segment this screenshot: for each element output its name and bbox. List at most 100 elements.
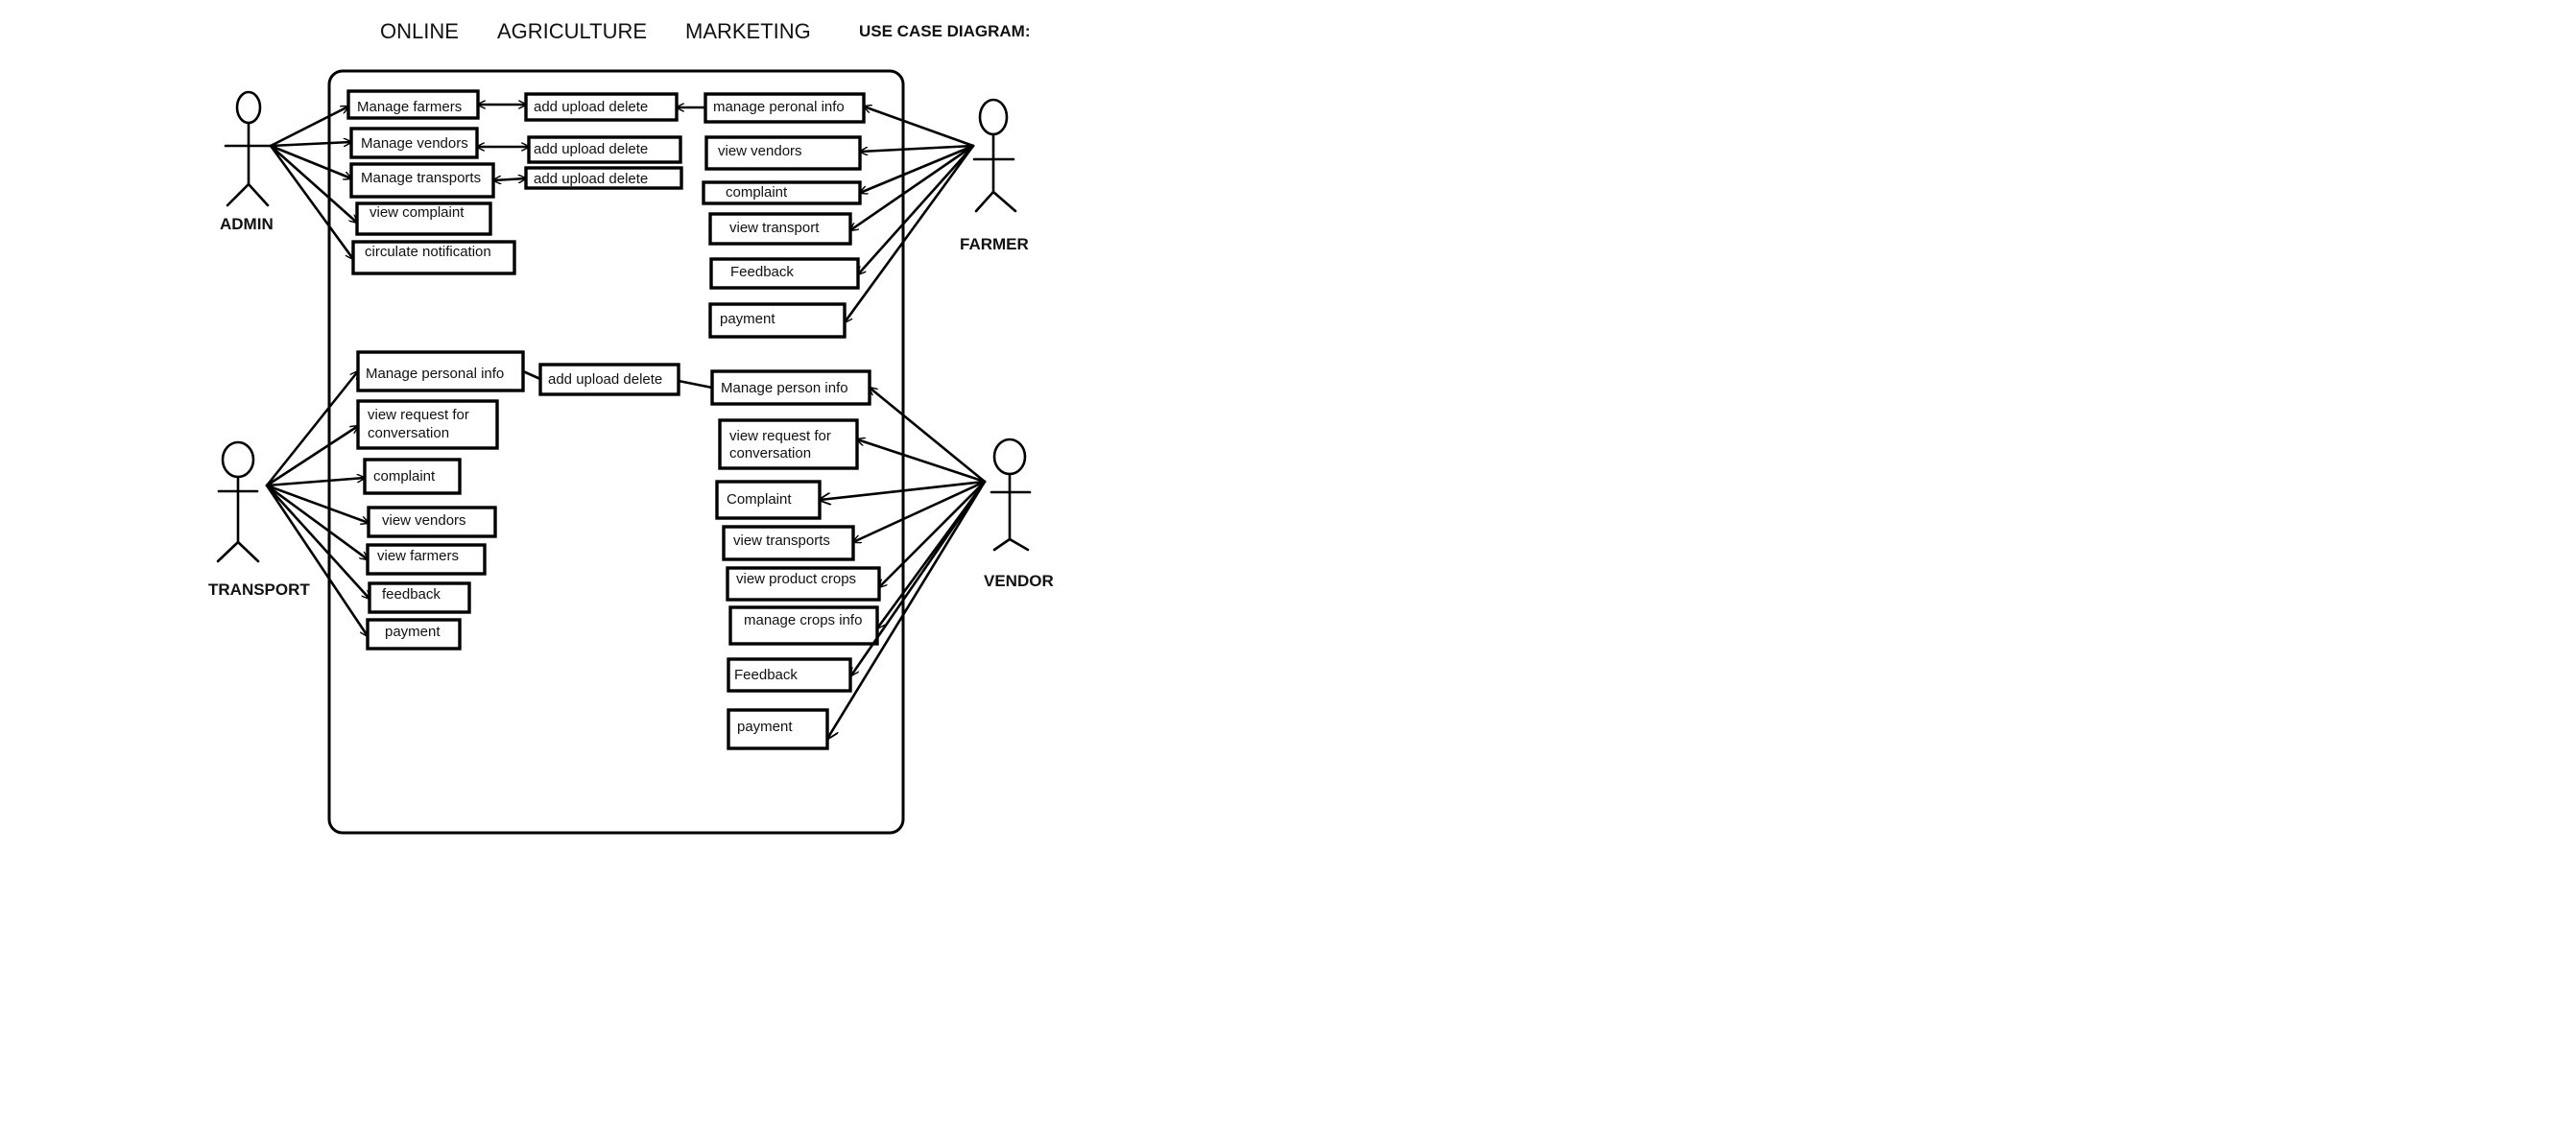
use-case-label-line-2: conversation (729, 445, 811, 462)
use-case-label: add upload delete (534, 99, 648, 115)
use-case-label: Manage person info (721, 380, 848, 396)
use-case-transport-view-request: view request for conversation (356, 399, 499, 450)
use-case-label: add upload delete (534, 171, 648, 187)
assoc-transport-view-request (265, 426, 358, 487)
use-case-label: view product crops (736, 571, 856, 587)
connectors (265, 105, 987, 739)
use-case-vendor-view-product-crops: view product crops (726, 566, 881, 602)
assoc-transport-view-vendors (265, 484, 369, 523)
farmer-label: FARMER (960, 235, 1029, 253)
use-case-manage-vendors: Manage vendors (349, 127, 479, 159)
title-agriculture: AGRICULTURE (497, 19, 647, 43)
assoc-transport-complaint (265, 478, 367, 487)
use-case-label: complaint (373, 468, 436, 485)
title-use-case-diagram: USE CASE DIAGRAM: (859, 22, 1031, 40)
admin-label: ADMIN (220, 215, 274, 233)
actor-admin: ADMIN (220, 90, 274, 233)
assoc-admin-manage-transports (269, 144, 351, 178)
assoc-vendor-complaint (820, 480, 987, 500)
use-case-label: Feedback (734, 667, 798, 683)
use-case-label: view transports (733, 532, 830, 549)
use-case-label: add upload delete (548, 371, 662, 388)
vendor-head (992, 438, 1027, 476)
use-case-crud-vendors: add upload delete (527, 135, 682, 164)
use-case-shared-crud: add upload delete (538, 363, 680, 396)
use-case-label: payment (385, 624, 441, 640)
transport-head (221, 440, 255, 479)
use-case-label: view request for (368, 407, 469, 423)
use-case-farmer-complaint: complaint (702, 180, 862, 205)
actor-vendor: VENDOR (984, 438, 1054, 590)
link-transports-crud (491, 178, 528, 180)
use-case-vendor-view-request: view request for conversation (718, 418, 859, 470)
assoc-farmer-view-transport (850, 144, 975, 230)
use-case-label: Feedback (730, 264, 794, 280)
use-case-farmer-view-vendors: view vendors (704, 135, 862, 171)
use-case-label: view complaint (370, 204, 465, 221)
use-case-transport-payment: payment (366, 618, 462, 651)
actor-farmer: FARMER (960, 98, 1029, 253)
use-case-label: complaint (726, 184, 788, 201)
assoc-transport-feedback (265, 484, 370, 599)
use-case-vendor-complaint: Complaint (715, 480, 822, 520)
use-case-label: payment (720, 311, 775, 327)
use-case-label: manage crops info (744, 612, 862, 628)
use-case-label: Manage personal info (366, 366, 504, 382)
assoc-admin-manage-vendors (269, 142, 353, 148)
admin-head (235, 90, 262, 125)
assoc-vendor-manage-info (870, 388, 987, 484)
system-boundary (327, 69, 905, 835)
use-case-label: manage peronal info (713, 99, 845, 115)
use-case-label-line-2: conversation (368, 425, 449, 441)
assoc-farmer-payment (845, 144, 975, 322)
assoc-vendor-payment (827, 480, 987, 739)
assoc-farmer-complaint (860, 144, 975, 193)
assoc-farmer-view-vendors (858, 144, 975, 152)
use-case-vendor-payment: payment (727, 708, 829, 750)
use-case-manage-farmers: Manage farmers (346, 89, 480, 120)
diagram-title: ONLINE AGRICULTURE MARKETING USE CASE DI… (380, 19, 1031, 43)
actor-transport: TRANSPORT (208, 440, 310, 599)
use-case-label: view transport (729, 220, 820, 236)
title-online: ONLINE (380, 19, 459, 43)
link-transport-info-crud (521, 369, 542, 381)
use-case-label: Complaint (727, 491, 792, 508)
assoc-transport-payment (265, 484, 368, 636)
assoc-vendor-view-product-crops (879, 480, 987, 587)
title-marketing: MARKETING (685, 19, 811, 43)
assoc-transport-manage-info (265, 371, 358, 487)
assoc-farmer-feedback (858, 144, 975, 274)
use-case-label: circulate notification (365, 244, 491, 260)
use-case-label: add upload delete (534, 141, 648, 157)
use-case-label: Manage transports (361, 170, 481, 186)
use-case-circulate-notification: circulate notification (351, 240, 516, 275)
use-case-vendor-feedback: Feedback (727, 657, 852, 693)
use-case-label: Manage vendors (361, 135, 468, 152)
assoc-admin-view-complaint (269, 144, 357, 223)
use-case-transport-manage-personal-info: Manage personal info (356, 350, 525, 392)
use-case-crud-farmers: add upload delete (524, 92, 679, 122)
farmer-head (978, 98, 1009, 136)
assoc-vendor-view-transports (853, 480, 987, 542)
use-case-farmer-view-transport: view transport (708, 212, 852, 246)
use-case-transport-view-vendors: view vendors (367, 506, 497, 538)
use-case-farmer-feedback: Feedback (709, 257, 860, 290)
use-case-farmer-payment: payment (708, 302, 847, 339)
assoc-admin-circulate-notification (269, 144, 353, 259)
assoc-admin-manage-farmers (269, 105, 348, 148)
use-case-view-complaint: view complaint (355, 201, 492, 236)
use-case-label: view vendors (382, 512, 466, 529)
use-case-label: view request for (729, 428, 831, 444)
link-crud-vendor-info (677, 379, 714, 390)
use-case-transport-feedback: feedback (368, 581, 471, 614)
use-case-transport-complaint: complaint (363, 458, 462, 495)
use-case-crud-transports: add upload delete (524, 166, 683, 190)
vendor-label: VENDOR (984, 572, 1054, 590)
use-case-label: payment (737, 719, 793, 735)
assoc-farmer-manage-info (864, 106, 975, 148)
use-case-vendor-manage-crops-info: manage crops info (728, 605, 879, 646)
use-case-transport-view-farmers: view farmers (366, 543, 487, 576)
use-case-label: Manage farmers (357, 99, 462, 115)
use-case-manage-peronal-info: manage peronal info (704, 92, 866, 124)
